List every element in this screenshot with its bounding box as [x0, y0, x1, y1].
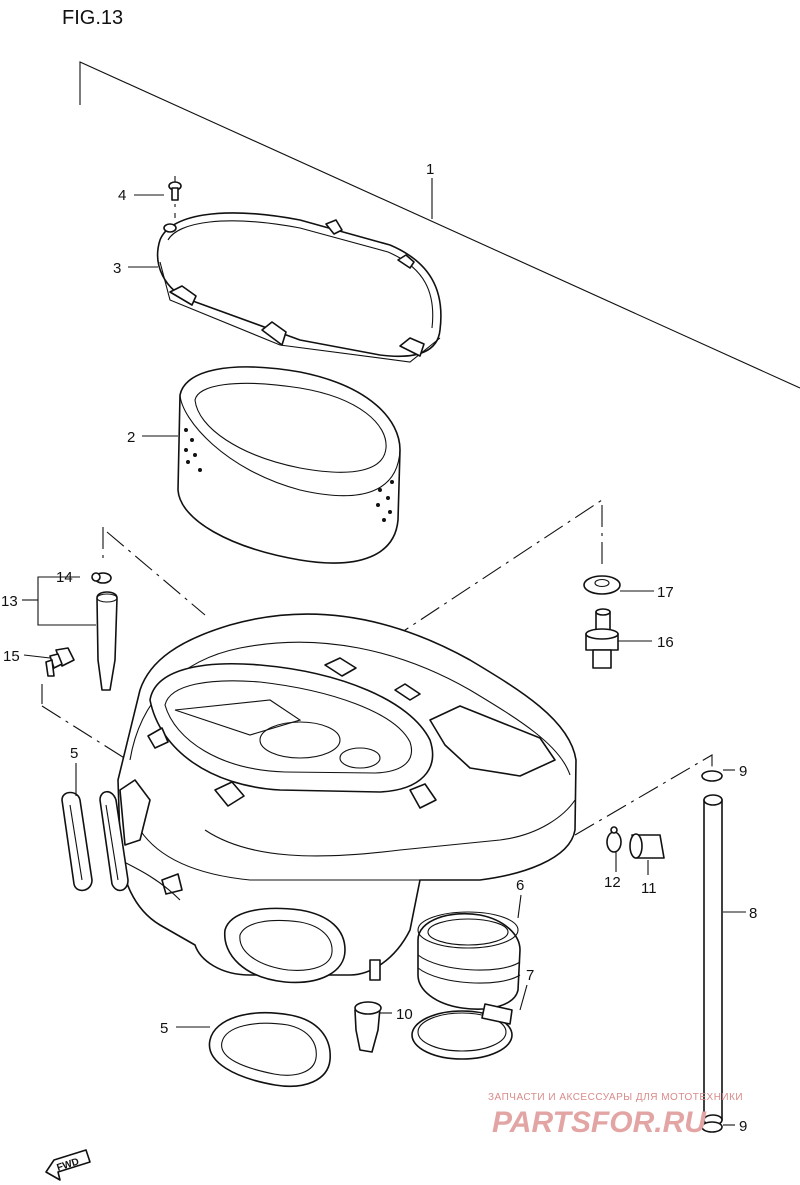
- callout-10: 10: [396, 1006, 413, 1023]
- part-washer: [583, 575, 621, 595]
- part-collar: [629, 833, 665, 859]
- callout-15: 15: [3, 648, 20, 665]
- part-bolt: [45, 647, 75, 677]
- callout-3: 3: [113, 260, 121, 277]
- watermark: ЗАПЧАСТИ И АКСЕССУАРЫ ДЛЯ МОТОТЕХНИКИ PA…: [488, 1092, 743, 1139]
- callout-labels: 1 2 3 4 5 5 6 7 8 9 9 10 11 12 13 14 15 …: [1, 161, 757, 1135]
- watermark-logo: PARTSFOR.RU: [492, 1106, 707, 1139]
- callout-14: 14: [56, 569, 73, 586]
- part-small-clip: [606, 826, 622, 853]
- callout-9-upper: 9: [739, 763, 747, 780]
- callout-11: 11: [641, 880, 657, 897]
- part-cleaner-cover: [156, 212, 442, 363]
- part-drain-plug: [354, 1001, 382, 1053]
- forward-direction-badge: FWD: [45, 1149, 91, 1181]
- callout-17: 17: [657, 584, 674, 601]
- leader-lines: [23, 194, 746, 1126]
- watermark-tagline: ЗАПЧАСТИ И АКСЕССУАРЫ ДЛЯ МОТОТЕХНИКИ: [488, 1092, 743, 1103]
- callout-5-upper: 5: [70, 745, 78, 762]
- callout-4: 4: [118, 187, 126, 204]
- callout-9-lower: 9: [739, 1118, 747, 1135]
- part-rubber-joint: [417, 911, 521, 1010]
- part-clamp: [411, 1003, 513, 1060]
- callout-13: 13: [1, 593, 18, 610]
- part-long-hose: [703, 794, 723, 1126]
- part-hose-clip: [91, 572, 112, 584]
- part-filter-element: [177, 366, 401, 564]
- part-cleaner-case: [117, 613, 577, 984]
- part-drain-hose: [96, 591, 118, 691]
- part-screw: [168, 181, 182, 201]
- callout-6: 6: [516, 877, 524, 894]
- part-hose-clip-lower: [701, 1121, 723, 1133]
- callout-12: 12: [604, 874, 621, 891]
- part-valve: [585, 608, 619, 669]
- filter-mesh-dots: [184, 428, 394, 522]
- callout-1: 1: [426, 161, 434, 178]
- callout-8: 8: [749, 905, 757, 922]
- part-seal-ring: [208, 1012, 331, 1087]
- callout-7: 7: [526, 967, 534, 984]
- callout-16: 16: [657, 634, 674, 651]
- part-duct-seal-left: [61, 790, 129, 892]
- figure-title: FIG.13: [62, 7, 123, 29]
- part-hose-clip-upper: [701, 770, 723, 782]
- bracket-13: [22, 576, 96, 626]
- callout-2: 2: [127, 429, 135, 446]
- callout-5-lower: 5: [160, 1020, 168, 1037]
- assembly-bracket-line: [79, 61, 800, 389]
